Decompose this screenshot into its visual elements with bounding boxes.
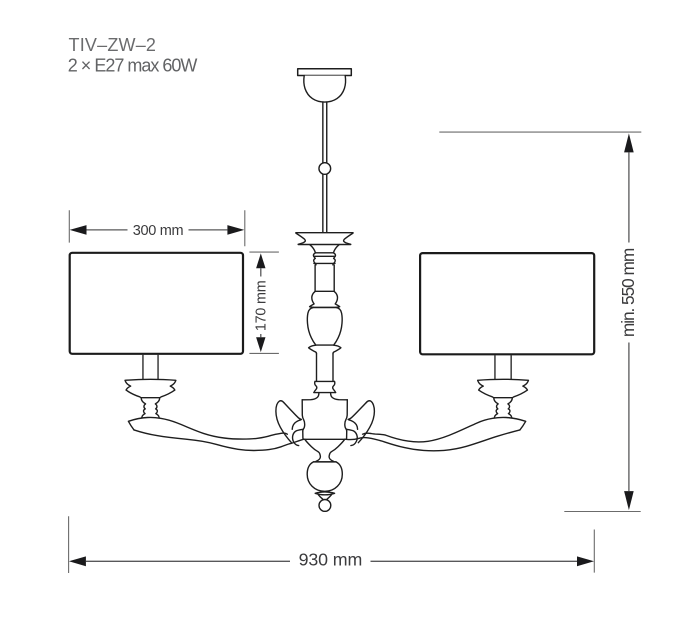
svg-text:930 mm: 930 mm — [299, 549, 363, 569]
svg-text:170 mm: 170 mm — [253, 280, 269, 331]
svg-text:TIV–ZW–2: TIV–ZW–2 — [69, 35, 157, 55]
svg-text:2 × E27 max 60W: 2 × E27 max 60W — [68, 55, 198, 75]
svg-text:min. 550 mm: min. 550 mm — [618, 248, 638, 337]
svg-text:300 mm: 300 mm — [133, 223, 184, 239]
